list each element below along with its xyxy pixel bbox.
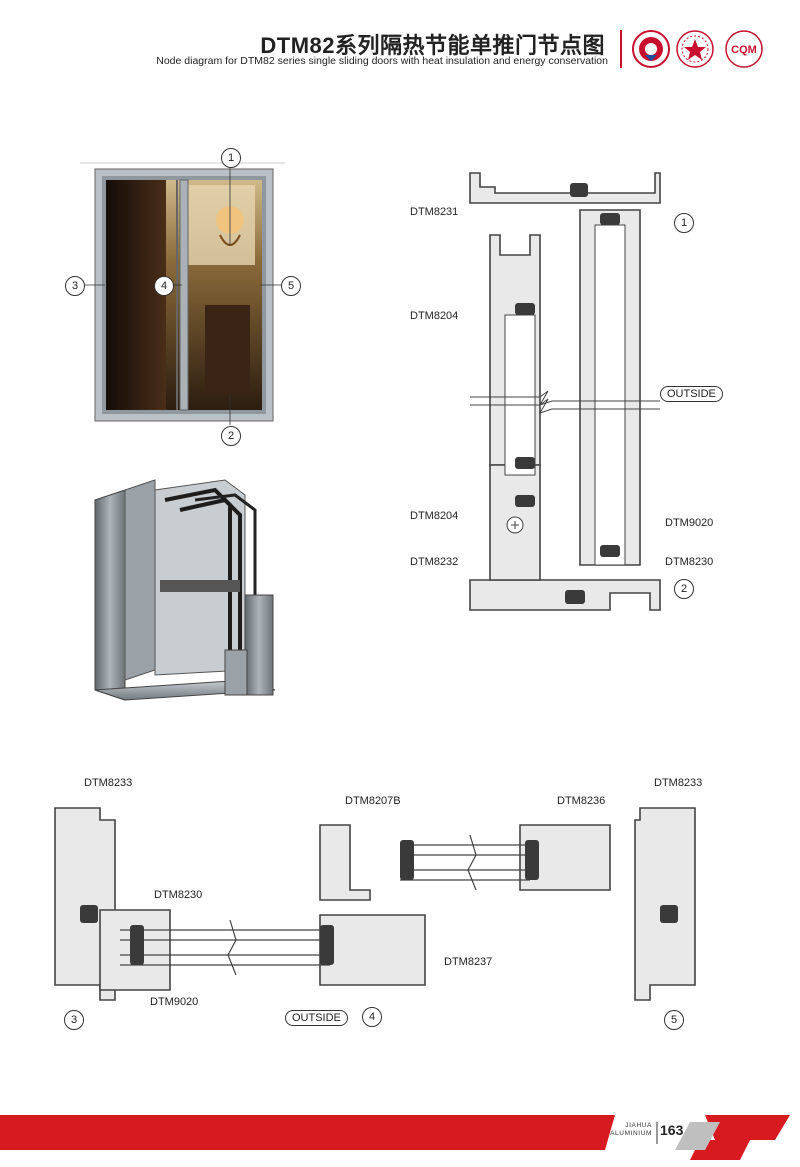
- label-dtm8233-left: DTM8233: [84, 777, 133, 789]
- door-node-marker-3: 3: [65, 276, 85, 296]
- door-node-marker-5: 5: [281, 276, 301, 296]
- vertical-node-marker-2: 2: [674, 579, 694, 599]
- horizontal-node-marker-5: 5: [664, 1010, 684, 1030]
- glass-left: [504, 314, 536, 476]
- label-dtm8204-bottom: DTM8204: [410, 510, 459, 522]
- footer-red-bar: [0, 1115, 615, 1150]
- label-dtm8233-right: DTM8233: [654, 777, 703, 789]
- label-dtm8232: DTM8232: [410, 556, 459, 568]
- horizontal-section-drawing: [54, 807, 696, 1001]
- interlock-lower-profile: [319, 914, 426, 986]
- outside-label-vertical: OUTSIDE: [660, 386, 723, 402]
- label-dtm8237: DTM8237: [444, 956, 493, 968]
- header-divider: [620, 30, 622, 68]
- page-title: DTM82系列隔热节能单推门节点图: [260, 33, 605, 58]
- footer-brand-line1: JIAHUA: [625, 1122, 652, 1129]
- page-subtitle: Node diagram for DTM82 series single sli…: [156, 55, 608, 67]
- horizontal-node-marker-4: 4: [362, 1007, 382, 1027]
- label-dtm9020-horizontal: DTM9020: [150, 996, 199, 1008]
- vertical-section-drawing: [469, 172, 661, 611]
- cert-logo-2-icon: [676, 30, 714, 68]
- label-dtm9020: DTM9020: [665, 517, 714, 529]
- door-elevation-view: [80, 162, 285, 425]
- head-frame-profile: [469, 172, 661, 204]
- right-jamb-profile: [634, 807, 696, 1001]
- label-dtm8230-horizontal: DTM8230: [154, 889, 203, 901]
- cqm-logo-text: CQM: [731, 44, 757, 56]
- door-node-marker-1: 1: [221, 148, 241, 168]
- footer-brand: JIAHUA ALUMINIUM: [600, 1122, 652, 1138]
- glass-right: [594, 224, 626, 566]
- label-dtm8207b: DTM8207B: [345, 795, 401, 807]
- outside-label-horizontal: OUTSIDE: [285, 1010, 348, 1026]
- vertical-node-marker-1: 1: [674, 213, 694, 233]
- door-node-marker-4: 4: [154, 276, 174, 296]
- page-number: 163: [660, 1122, 684, 1138]
- interlock-left-profile: [319, 824, 371, 901]
- label-dtm8204-top: DTM8204: [410, 310, 459, 322]
- horizontal-node-marker-3: 3: [64, 1010, 84, 1030]
- cert-logo-1-icon: [632, 30, 670, 68]
- footer-brand-line2: ALUMINIUM: [610, 1130, 652, 1137]
- label-dtm8231: DTM8231: [410, 206, 459, 218]
- right-sash-profile: [519, 824, 611, 891]
- cert-logo-cqm-icon: CQM: [725, 30, 763, 68]
- footer-band: [0, 1115, 790, 1160]
- certification-logos: CQM: [632, 30, 763, 68]
- door-node-marker-2: 2: [221, 426, 241, 446]
- profile-3d-render: [94, 479, 276, 701]
- label-dtm8230: DTM8230: [665, 556, 714, 568]
- label-dtm8236: DTM8236: [557, 795, 606, 807]
